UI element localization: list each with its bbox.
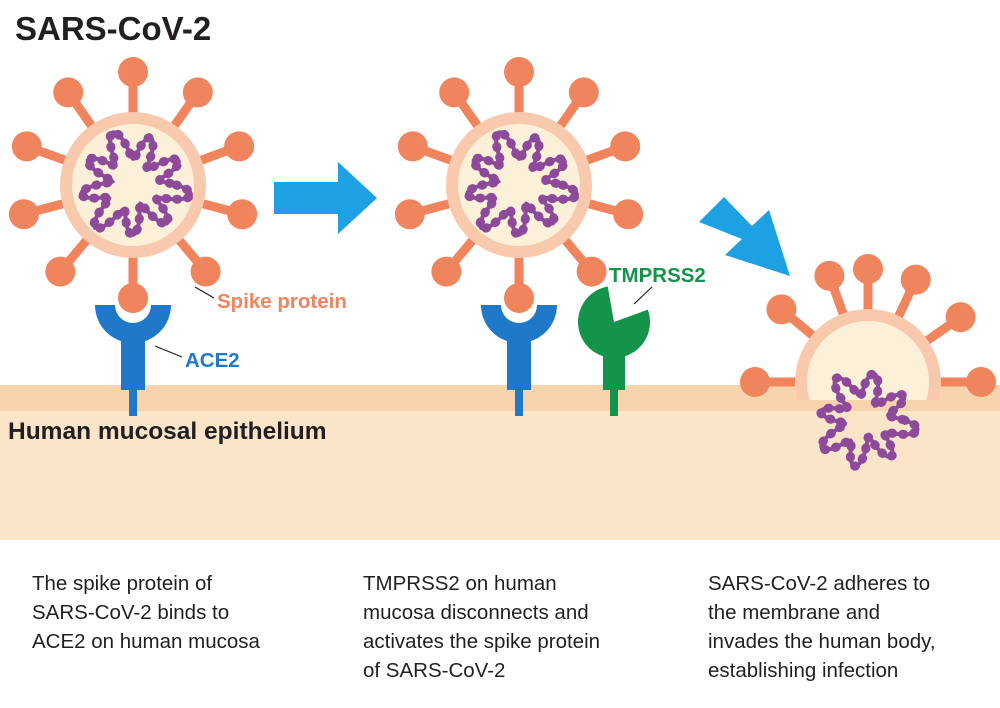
spike-stalk	[198, 145, 232, 165]
spike-protein	[227, 199, 258, 230]
spike-stalk	[584, 145, 618, 165]
spike-stalk	[586, 199, 620, 217]
step-arrow-1	[274, 162, 377, 234]
spike-protein	[766, 294, 797, 325]
ace2-receptor-2	[481, 305, 557, 416]
tmprss2-anchor	[610, 378, 618, 416]
spike-stalk	[418, 199, 452, 217]
viral-rna-strand	[78, 130, 194, 237]
ace2-anchor	[129, 380, 137, 416]
spike-protein	[397, 131, 428, 162]
spike-stalk	[63, 236, 91, 267]
viral-rna-strand	[818, 371, 920, 469]
diagram-title: SARS-CoV-2	[15, 10, 211, 47]
spike-protein	[190, 256, 221, 287]
spike-protein	[45, 256, 76, 287]
spike-stalk	[34, 145, 68, 165]
step-arrow-2	[699, 197, 790, 276]
spike-leader-line	[194, 286, 215, 299]
tmprss2-protease	[577, 286, 650, 416]
spike-protein	[610, 131, 641, 162]
epithelium-label: Human mucosal epithelium	[8, 418, 327, 445]
viral-rna-strand	[464, 130, 580, 237]
spike-protein	[900, 264, 931, 295]
ace2-label: ACE2	[185, 349, 240, 372]
virus-particle-2	[394, 57, 644, 313]
spike-stalk	[893, 286, 916, 320]
spike-protein	[431, 256, 462, 287]
virus-particle-1	[8, 57, 258, 313]
spike-stalk	[923, 319, 955, 345]
spike-protein	[224, 131, 255, 162]
ace2-binding-cup	[95, 305, 171, 343]
step-3-caption: SARS-CoV-2 adheres to the membrane and i…	[708, 572, 936, 682]
spike-stalk	[70, 98, 96, 130]
ace2-leader-line	[154, 345, 183, 358]
spike-stalk	[786, 312, 817, 340]
spike-protein	[504, 283, 534, 313]
spike-protein	[394, 199, 425, 230]
spike-stalk	[449, 236, 477, 267]
ace2-anchor	[515, 380, 523, 416]
spike-protein	[568, 77, 599, 108]
spike-stalk	[456, 98, 482, 130]
ace2-receptor-1	[95, 305, 171, 416]
spike-protein	[576, 256, 607, 287]
spike-stalk	[556, 98, 582, 130]
ace2-binding-cup	[481, 305, 557, 343]
spike-stalk	[32, 199, 66, 217]
virus-particle-3	[740, 254, 996, 471]
spike-protein	[11, 131, 42, 162]
spike-protein	[118, 283, 148, 313]
spike-stalk	[828, 283, 848, 317]
spike-protein	[853, 254, 883, 284]
step-1-caption: The spike protein of SARS-CoV-2 binds to…	[32, 572, 260, 653]
tmprss2-label: TMPRSS2	[609, 264, 706, 287]
spike-stalk	[420, 145, 454, 165]
spike-protein	[8, 199, 39, 230]
spike-protein	[945, 302, 976, 333]
tmprss2-leader-line	[633, 286, 653, 305]
spike-protein	[613, 199, 644, 230]
tmprss2-enzyme	[577, 286, 650, 358]
spike-protein	[814, 260, 845, 291]
spike-protein	[740, 367, 770, 397]
ace2-stem	[121, 340, 145, 390]
spike-stalk	[175, 236, 203, 267]
spike-stalk	[170, 98, 196, 130]
spike-protein	[53, 77, 84, 108]
spike-protein-label: Spike protein	[217, 290, 347, 313]
spike-protein	[182, 77, 213, 108]
spike-protein	[504, 57, 534, 87]
ace2-stem	[507, 340, 531, 390]
spike-protein	[966, 367, 996, 397]
spike-stalk	[561, 236, 589, 267]
step-2-caption: TMPRSS2 on human mucosa disconnects and …	[363, 572, 601, 682]
spike-protein	[118, 57, 148, 87]
spike-stalk	[200, 199, 234, 217]
spike-protein	[439, 77, 470, 108]
